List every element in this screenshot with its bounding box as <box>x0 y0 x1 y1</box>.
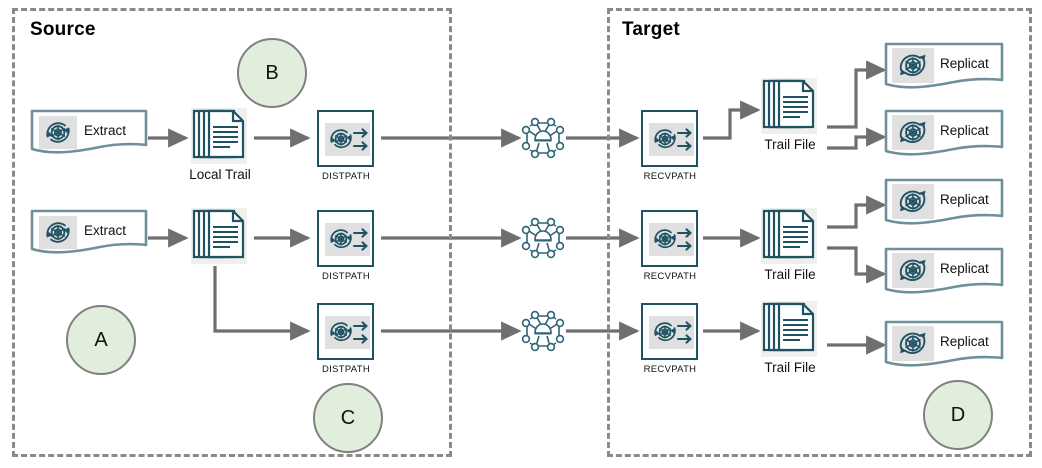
extract-box-2[interactable]: Extract <box>30 209 148 257</box>
replicat-box-5[interactable]: Replicat <box>884 320 1004 372</box>
distpath-box-3[interactable] <box>317 303 374 360</box>
network-nodes-icon-1 <box>519 113 567 163</box>
replicat-box-4[interactable]: Replicat <box>884 247 1004 299</box>
trail-file-label-1: Trail File <box>764 137 816 152</box>
gear-refresh-double-arrow-icon <box>649 316 694 349</box>
callout-circle-a: A <box>66 305 136 375</box>
replicat-label-3: Replicat <box>940 192 989 207</box>
source-zone-title: Source <box>30 19 96 40</box>
extract-label-2: Extract <box>84 223 127 238</box>
extract-label-1: Extract <box>84 123 127 138</box>
replicat-label-5: Replicat <box>940 334 989 349</box>
replicat-label-2: Replicat <box>940 123 989 138</box>
distpath-label-1: DISTPATH <box>322 171 370 182</box>
target-zone <box>607 8 1032 457</box>
callout-circle-d: D <box>923 380 993 450</box>
distpath-box-2[interactable] <box>317 210 374 267</box>
replicat-box-2[interactable]: Replicat <box>884 109 1004 161</box>
gear-refresh-double-arrow-icon <box>649 223 694 256</box>
replicat-box-3[interactable]: Replicat <box>884 178 1004 230</box>
gear-refresh-double-arrow-icon <box>325 123 370 156</box>
replicat-label-4: Replicat <box>940 261 989 276</box>
local-trail-stack-1[interactable] <box>190 105 250 167</box>
extract-box-1[interactable]: Extract <box>30 109 148 157</box>
target-zone-title: Target <box>622 19 680 40</box>
recvpath-label-1: RECVPATH <box>643 171 697 182</box>
recvpath-label-3: RECVPATH <box>643 364 697 375</box>
callout-label-d: D <box>950 403 966 426</box>
gear-refresh-icon <box>39 116 77 149</box>
callout-label-b: B <box>265 61 279 84</box>
gear-refresh-icon <box>892 48 934 83</box>
distpath-label-2: DISTPATH <box>322 271 370 282</box>
network-nodes-icon-3 <box>519 306 567 356</box>
recvpath-label-2: RECVPATH <box>643 271 697 282</box>
source-zone <box>12 8 452 457</box>
callout-label-c: C <box>340 406 356 429</box>
trail-file-label-2: Trail File <box>764 267 816 282</box>
callout-circle-c: C <box>313 383 383 453</box>
network-nodes-icon-2 <box>519 213 567 263</box>
callout-circle-b: B <box>237 38 307 108</box>
gear-refresh-icon <box>39 216 77 249</box>
gear-refresh-icon <box>892 253 934 288</box>
callout-label-a: A <box>94 328 108 351</box>
trail-file-stack-1[interactable] <box>760 75 820 137</box>
replicat-label-1: Replicat <box>940 56 989 71</box>
distpath-box-1[interactable] <box>317 110 374 167</box>
gear-refresh-double-arrow-icon <box>325 316 370 349</box>
gear-refresh-double-arrow-icon <box>649 123 694 156</box>
trail-file-label-3: Trail File <box>764 360 816 375</box>
gear-refresh-double-arrow-icon <box>325 223 370 256</box>
trail-file-stack-2[interactable] <box>760 205 820 267</box>
gear-refresh-icon <box>892 184 934 219</box>
gear-refresh-icon <box>892 326 934 361</box>
local-trail-label-1: Local Trail <box>189 167 251 182</box>
local-trail-stack-2[interactable] <box>190 205 250 267</box>
recvpath-box-2[interactable] <box>641 210 698 267</box>
gear-refresh-icon <box>892 115 934 150</box>
trail-file-stack-3[interactable] <box>760 298 820 360</box>
recvpath-box-3[interactable] <box>641 303 698 360</box>
replicat-box-1[interactable]: Replicat <box>884 42 1004 94</box>
distpath-label-3: DISTPATH <box>322 364 370 375</box>
recvpath-box-1[interactable] <box>641 110 698 167</box>
